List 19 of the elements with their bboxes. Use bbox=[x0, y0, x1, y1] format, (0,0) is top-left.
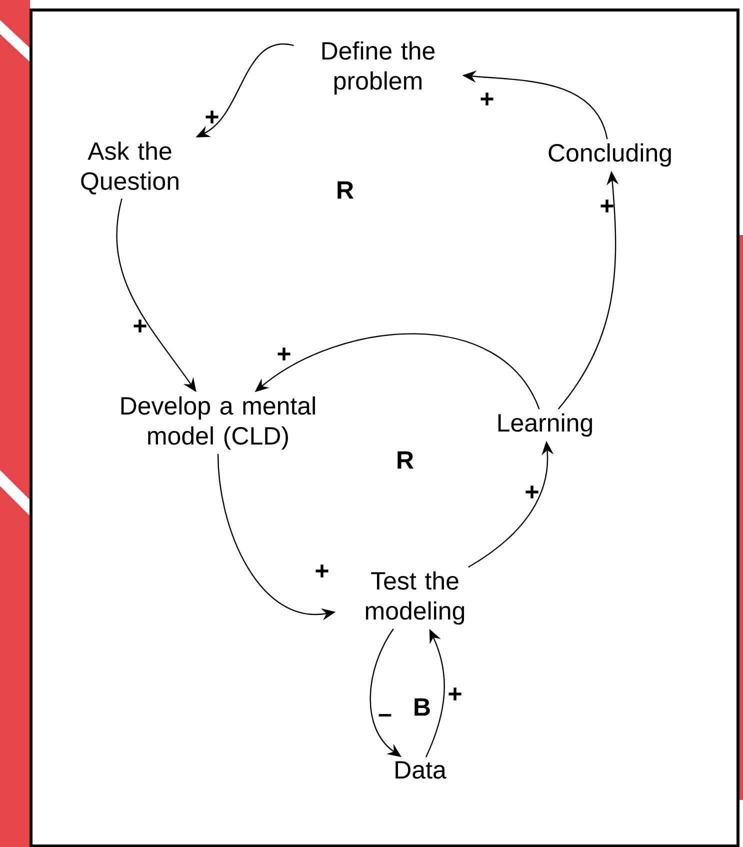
edge-label: + bbox=[206, 110, 218, 124]
node-label: Learning bbox=[498, 413, 592, 437]
node-label: Concluding bbox=[548, 143, 671, 167]
node-label: Develop a mental model (CLD) bbox=[121, 396, 315, 450]
edge-label: + bbox=[134, 320, 146, 332]
edge-label: + bbox=[448, 688, 462, 700]
edge-label: + bbox=[316, 564, 328, 578]
loop-label: B bbox=[414, 698, 430, 716]
edge-label: + bbox=[278, 348, 290, 360]
edge-label: – bbox=[378, 714, 392, 716]
loop-label: R bbox=[338, 181, 354, 199]
edge-label: + bbox=[526, 486, 538, 498]
node-label: Data bbox=[396, 761, 446, 779]
node-label: Ask the Question bbox=[81, 142, 178, 194]
node-label: Define the problem bbox=[322, 41, 435, 95]
loop-label: R bbox=[398, 451, 414, 469]
edge-label: + bbox=[480, 92, 494, 106]
node-label: Test the modeling bbox=[366, 571, 464, 625]
edge-label: + bbox=[600, 200, 614, 212]
